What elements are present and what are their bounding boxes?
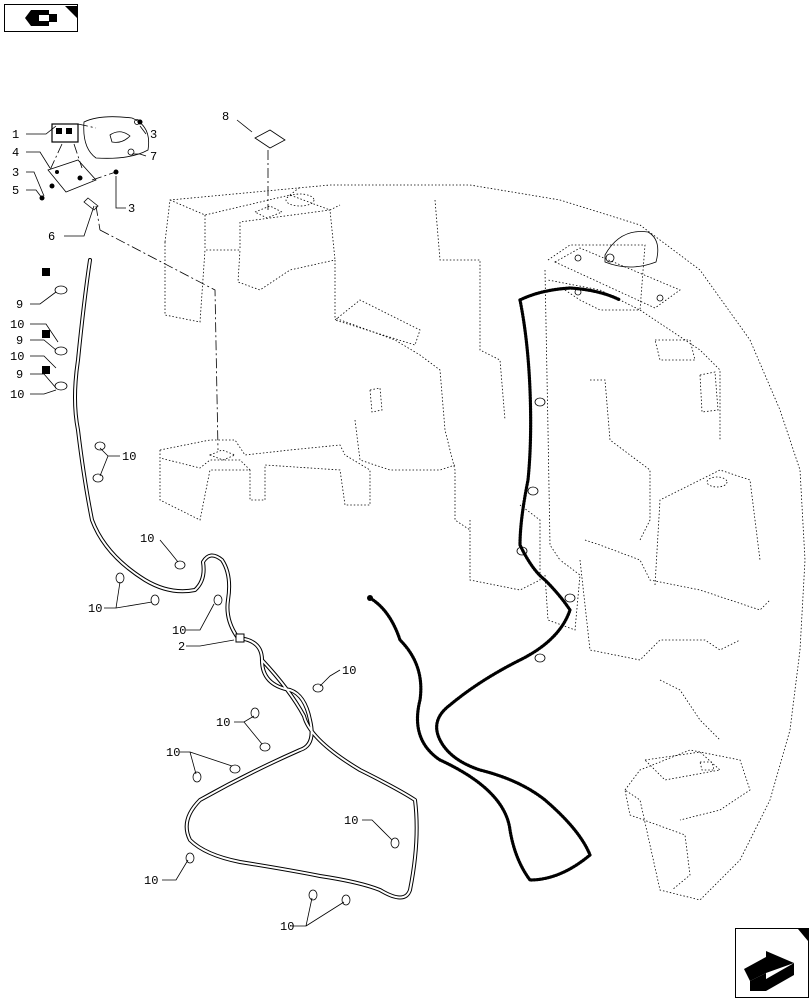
callout-10: 10 [172, 624, 186, 638]
callout-4: 4 [12, 146, 19, 160]
arrow-right-icon [744, 929, 808, 991]
callout-3: 3 [150, 128, 157, 142]
callout-7: 7 [150, 150, 157, 164]
next-page-button[interactable] [735, 928, 809, 998]
callout-9: 9 [16, 334, 23, 348]
callout-labels: 1 4 3 5 3 7 3 6 8 9 10 9 10 9 10 10 10 1… [10, 110, 358, 934]
machine-frame [159, 184, 806, 901]
callout-10: 10 [166, 746, 180, 760]
callout-10: 10 [10, 388, 24, 402]
callout-10: 10 [10, 318, 24, 332]
callout-1: 1 [12, 128, 19, 142]
previous-page-button[interactable] [4, 4, 78, 32]
wiring-harness [73, 258, 622, 900]
callout-10: 10 [10, 350, 24, 364]
callout-10: 10 [122, 450, 136, 464]
assembly-guide-lines [95, 150, 269, 451]
callout-3: 3 [12, 166, 19, 180]
arrow-left-icon [25, 6, 77, 26]
callout-3: 3 [128, 202, 135, 216]
callout-9: 9 [16, 368, 23, 382]
callout-8: 8 [222, 110, 229, 124]
callout-10: 10 [342, 664, 356, 678]
callout-6: 6 [48, 230, 55, 244]
callout-10: 10 [344, 814, 358, 828]
callout-10: 10 [280, 920, 294, 934]
callout-10: 10 [88, 602, 102, 616]
callout-2: 2 [178, 640, 185, 654]
decal-part [254, 129, 286, 149]
callout-10: 10 [216, 716, 230, 730]
harness-clips [42, 268, 576, 906]
callout-10: 10 [144, 874, 158, 888]
callout-5: 5 [12, 184, 19, 198]
installed-beacon [554, 231, 681, 309]
leader-lines [26, 119, 393, 927]
callout-10: 10 [140, 532, 154, 546]
callout-9: 9 [16, 298, 23, 312]
beacon-assembly [39, 116, 150, 211]
